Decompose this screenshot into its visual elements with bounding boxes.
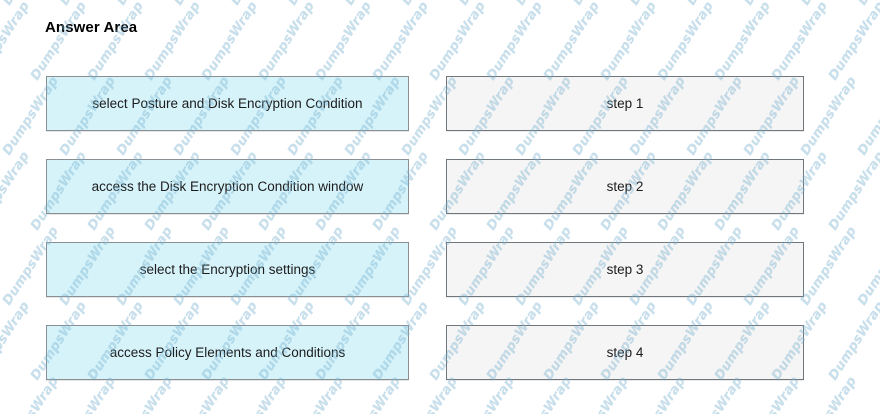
watermark-text: DumpsWrap	[712, 0, 774, 84]
watermark-text: DumpsWrap	[627, 0, 689, 8]
watermark-text: DumpsWrap	[313, 0, 375, 84]
watermark-text: DumpsWrap	[85, 0, 147, 84]
watermark-text: DumpsWrap	[256, 0, 318, 84]
watermark-text: DumpsWrap	[228, 0, 290, 8]
option-item-label: select Posture and Disk Encryption Condi…	[92, 96, 363, 111]
watermark-text: DumpsWrap	[855, 0, 880, 8]
option-item-label: access the Disk Encryption Condition win…	[91, 179, 364, 194]
watermark-text: DumpsWrap	[57, 0, 119, 8]
step-drop-target[interactable]: step 4	[446, 325, 804, 380]
watermark-text: DumpsWrap	[285, 374, 347, 414]
watermark-text: DumpsWrap	[855, 74, 880, 159]
watermark-text: DumpsWrap	[826, 0, 880, 84]
watermark-text: DumpsWrap	[0, 374, 62, 414]
watermark-text: DumpsWrap	[0, 0, 5, 8]
watermark-text: DumpsWrap	[798, 224, 860, 309]
watermark-text: DumpsWrap	[370, 0, 432, 84]
watermark-text: DumpsWrap	[855, 374, 880, 414]
drop-targets-column: step 1 step 2 step 3 step 4	[446, 76, 804, 380]
step-drop-target-label: step 4	[606, 345, 644, 360]
watermark-text: DumpsWrap	[570, 374, 632, 414]
watermark-text: DumpsWrap	[171, 0, 233, 8]
watermark-text: DumpsWrap	[57, 374, 119, 414]
watermark-text: DumpsWrap	[285, 0, 347, 8]
option-item[interactable]: select the Encryption settings	[46, 242, 409, 297]
watermark-text: DumpsWrap	[0, 299, 33, 384]
watermark-text: DumpsWrap	[456, 0, 518, 8]
watermark-text: DumpsWrap	[28, 0, 90, 84]
watermark-text: DumpsWrap	[228, 374, 290, 414]
watermark-text: DumpsWrap	[0, 0, 62, 8]
step-drop-target[interactable]: step 3	[446, 242, 804, 297]
watermark-text: DumpsWrap	[484, 0, 546, 84]
watermark-text: DumpsWrap	[427, 0, 489, 84]
step-drop-target[interactable]: step 1	[446, 76, 804, 131]
watermark-text: DumpsWrap	[513, 374, 575, 414]
watermark-text: DumpsWrap	[114, 0, 176, 8]
watermark-text: DumpsWrap	[342, 374, 404, 414]
step-drop-target[interactable]: step 2	[446, 159, 804, 214]
watermark-text: DumpsWrap	[0, 374, 5, 414]
watermark-text: DumpsWrap	[171, 374, 233, 414]
watermark-text: DumpsWrap	[826, 149, 880, 234]
step-drop-target-label: step 2	[606, 179, 644, 194]
page-title: Answer Area	[45, 19, 138, 36]
watermark-text: DumpsWrap	[541, 0, 603, 84]
watermark-text: DumpsWrap	[513, 0, 575, 8]
watermark-text: DumpsWrap	[769, 0, 831, 84]
watermark-text: DumpsWrap	[741, 374, 803, 414]
watermark-text: DumpsWrap	[655, 0, 717, 84]
watermark-text: DumpsWrap	[855, 224, 880, 309]
option-item[interactable]: access the Disk Encryption Condition win…	[46, 159, 409, 214]
watermark-text: DumpsWrap	[199, 0, 261, 84]
watermark-text: DumpsWrap	[399, 0, 461, 8]
option-item[interactable]: select Posture and Disk Encryption Condi…	[46, 76, 409, 131]
watermark-text: DumpsWrap	[456, 374, 518, 414]
draggable-options-column: select Posture and Disk Encryption Condi…	[46, 76, 409, 380]
watermark-text: DumpsWrap	[114, 374, 176, 414]
option-item-label: access Policy Elements and Conditions	[109, 345, 346, 360]
option-item[interactable]: access Policy Elements and Conditions	[46, 325, 409, 380]
watermark-text: DumpsWrap	[399, 374, 461, 414]
step-drop-target-label: step 3	[606, 262, 644, 277]
watermark-text: DumpsWrap	[0, 0, 33, 84]
watermark-text: DumpsWrap	[798, 0, 860, 8]
watermark-text: DumpsWrap	[826, 299, 880, 384]
watermark-text: DumpsWrap	[570, 0, 632, 8]
watermark-text: DumpsWrap	[741, 0, 803, 8]
watermark-text: DumpsWrap	[0, 149, 33, 234]
step-drop-target-label: step 1	[606, 96, 644, 111]
watermark-text: DumpsWrap	[798, 74, 860, 159]
watermark-text: DumpsWrap	[598, 0, 660, 84]
watermark-text: DumpsWrap	[684, 0, 746, 8]
option-item-label: select the Encryption settings	[139, 262, 316, 277]
watermark-text: DumpsWrap	[798, 374, 860, 414]
watermark-text: DumpsWrap	[342, 0, 404, 8]
watermark-text: DumpsWrap	[0, 224, 5, 309]
watermark-text: DumpsWrap	[0, 74, 5, 159]
watermark-text: DumpsWrap	[627, 374, 689, 414]
watermark-text: DumpsWrap	[142, 0, 204, 84]
watermark-text: DumpsWrap	[684, 374, 746, 414]
